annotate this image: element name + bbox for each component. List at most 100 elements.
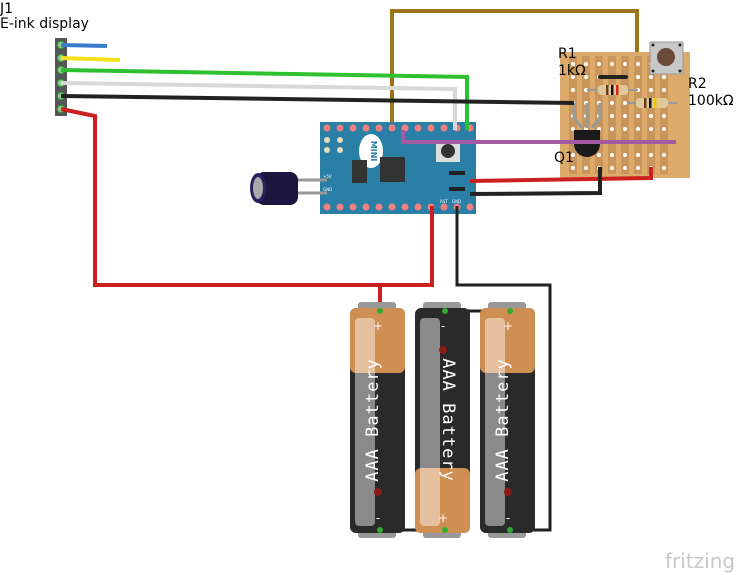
battery-top-terminal: - [441, 319, 445, 333]
battery-label: AAA Battery [363, 358, 383, 482]
board-pin[interactable] [349, 124, 357, 132]
hole [623, 101, 627, 105]
board-pin[interactable] [323, 203, 331, 211]
reset-button[interactable] [441, 144, 455, 158]
hole [649, 153, 653, 157]
battery-top-terminal: + [373, 319, 383, 333]
battery-aaa[interactable]: AAA Battery + - [350, 302, 405, 538]
hole [636, 127, 640, 131]
pin-label-rst: RST [440, 199, 448, 204]
j1-header[interactable] [55, 38, 67, 116]
hole [610, 62, 614, 66]
hole [636, 62, 640, 66]
battery-bottom-terminal: - [376, 511, 380, 525]
hole [584, 62, 588, 66]
board-pin[interactable] [349, 203, 357, 211]
board-pin[interactable] [323, 124, 331, 132]
battery-terminal[interactable] [442, 308, 448, 314]
board-pin[interactable] [337, 147, 343, 153]
board-pin[interactable] [401, 124, 409, 132]
board-pin[interactable] [375, 124, 383, 132]
hole [610, 153, 614, 157]
fritzing-logo: fritzing [665, 549, 735, 573]
battery-aaa[interactable]: AAA Battery - + [415, 302, 470, 538]
battery-terminal[interactable] [507, 527, 513, 533]
hole [571, 75, 575, 79]
q1-ref-label: Q1 [554, 150, 574, 166]
hole [584, 166, 588, 170]
board-pin[interactable] [466, 203, 474, 211]
wire-red-power[interactable] [60, 107, 434, 287]
board-pin[interactable] [337, 137, 343, 143]
board-pin[interactable] [414, 124, 422, 132]
hole [623, 62, 627, 66]
pin-label-vcc: +5V [323, 174, 332, 179]
hole [662, 153, 666, 157]
board-pin[interactable] [388, 203, 396, 211]
r2-value-label: 100kΩ [688, 93, 734, 109]
resistor-r1[interactable] [587, 85, 638, 95]
wire-yellow[interactable] [60, 56, 121, 62]
battery-terminal[interactable] [377, 308, 383, 314]
hole [610, 166, 614, 170]
battery-aaa[interactable]: AAA Battery+- [480, 302, 535, 538]
wire-blue[interactable] [60, 43, 108, 48]
board-pin[interactable] [414, 203, 422, 211]
resistor-r2[interactable] [627, 98, 677, 108]
battery-terminal[interactable] [507, 308, 513, 314]
battery-terminal[interactable] [377, 527, 383, 533]
board-pin[interactable] [336, 203, 344, 211]
hole [571, 166, 575, 170]
arduino-pro-mini[interactable]: MINI +5V GND RST GND [320, 122, 476, 214]
hole [649, 75, 653, 79]
board-pin[interactable] [388, 124, 396, 132]
board-pin[interactable] [362, 203, 370, 211]
board-pin[interactable] [324, 137, 330, 143]
wire-purple[interactable] [401, 130, 676, 144]
capacitor[interactable] [250, 172, 327, 205]
hole [662, 114, 666, 118]
r2-ref-label: R2 [688, 76, 707, 92]
board-pin[interactable] [336, 124, 344, 132]
wire-white[interactable] [60, 81, 457, 130]
j1-ref-label: J1 [0, 1, 13, 17]
board-pin[interactable] [401, 203, 409, 211]
hole [636, 166, 640, 170]
wire-green[interactable] [60, 68, 469, 130]
j1-name-label: E-ink display [0, 16, 89, 32]
wire-black-display[interactable] [60, 94, 575, 105]
hole [649, 114, 653, 118]
hole [584, 75, 588, 79]
wire-black-board[interactable] [469, 167, 602, 196]
pin-label-gnd2: GND [452, 199, 461, 204]
battery-terminal[interactable] [442, 527, 448, 533]
hole [662, 88, 666, 92]
battery-bottom-terminal: - [506, 511, 510, 525]
battery-label: AAA Battery [438, 358, 458, 482]
hole [571, 88, 575, 92]
hole [649, 127, 653, 131]
wire-brown[interactable] [390, 9, 639, 130]
hole [571, 62, 575, 66]
battery-top-terminal: + [503, 319, 513, 333]
hole [610, 127, 614, 131]
hole [662, 127, 666, 131]
battery-bottom-terminal: + [438, 511, 448, 525]
board-pin[interactable] [324, 147, 330, 153]
wire-red-board[interactable] [469, 167, 653, 183]
board-pin[interactable] [440, 203, 448, 211]
hole [623, 127, 627, 131]
hole [571, 153, 575, 157]
hole [636, 114, 640, 118]
hole [623, 166, 627, 170]
pushbutton[interactable] [649, 41, 684, 75]
wire-black-gnd[interactable] [455, 206, 552, 532]
hole [597, 153, 601, 157]
hole [649, 88, 653, 92]
board-pin[interactable] [440, 124, 448, 132]
hole [662, 166, 666, 170]
board-pin[interactable] [362, 124, 370, 132]
board-pin[interactable] [375, 203, 383, 211]
board-pin[interactable] [427, 124, 435, 132]
